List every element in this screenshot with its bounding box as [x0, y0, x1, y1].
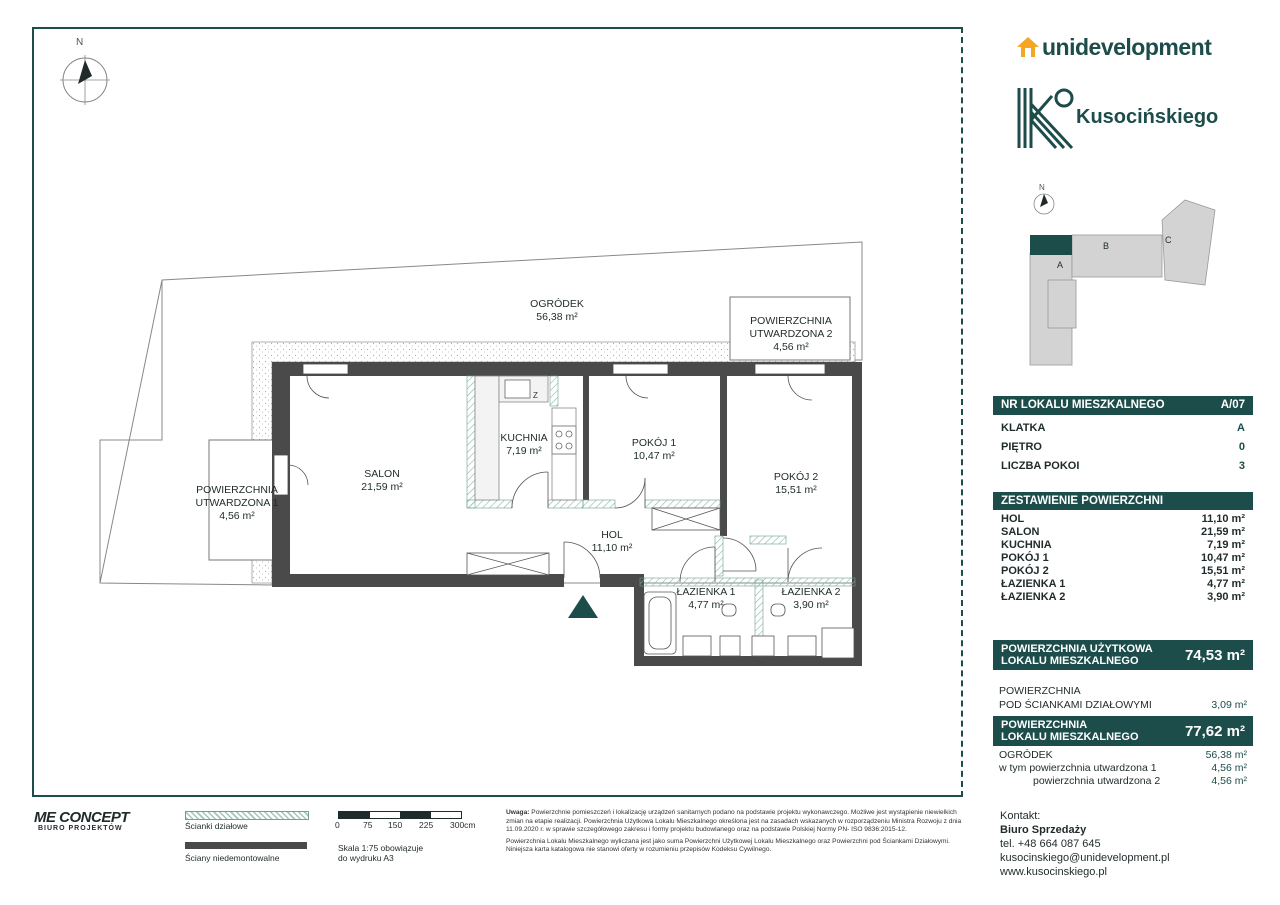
partition-walls-legend: Ścianki działowe: [185, 821, 248, 831]
partition-walls: [466, 375, 856, 657]
architect-logo-sub: BIURO PROJEKTÓW: [38, 825, 123, 832]
brand-name: unidevelopment: [1042, 34, 1212, 60]
summary-header: ZESTAWIENIE POWIERZCHNI: [993, 492, 1253, 510]
stove: [551, 425, 577, 455]
plan-frame-edge: [961, 27, 963, 797]
disclaimer-note: Uwaga: Powierzchnie pomieszczeń i lokali…: [506, 809, 962, 854]
kitchen-counter-right: [551, 407, 577, 501]
fridge-label: Z: [533, 391, 538, 400]
key-plan-unit-highlight: [1030, 235, 1072, 255]
usable-area-value: 74,53 m²: [1184, 646, 1245, 664]
garden-boundary: [99, 279, 163, 584]
contact-website[interactable]: www.kusocinskiego.pl: [1000, 866, 1107, 878]
architect-logo: ME CONCEPT: [34, 809, 130, 826]
total-area-value: 77,62 m²: [1184, 722, 1245, 740]
entrance-arrow: [568, 595, 598, 618]
project-name: Kusocińskiego: [1076, 106, 1219, 128]
contact-block: Kontakt: Biuro Sprzedaży tel. +48 664 08…: [1000, 810, 1170, 878]
sink: [504, 379, 531, 399]
scale-tick: 0: [335, 820, 340, 830]
partition-walls-swatch: [185, 811, 309, 820]
key-plan-label-b: B: [1103, 241, 1109, 251]
project-logo: [1017, 88, 1074, 150]
wardrobes: [466, 507, 721, 576]
scale-tick: 225: [419, 820, 434, 830]
scale-tick: 300cm: [450, 820, 476, 830]
kitchen-counter: [474, 375, 500, 501]
floor-plan: Z: [60, 55, 863, 666]
stove-burners: [555, 430, 573, 450]
bathroom-fixtures: [643, 591, 855, 659]
contact-email[interactable]: kusocinskiego@unidevelopment.pl: [1000, 852, 1170, 864]
key-plan-compass: N: [1033, 183, 1055, 215]
scale-note-2: do wydruku A3: [338, 853, 394, 863]
contact-phone[interactable]: tel. +48 664 087 645: [1000, 838, 1101, 850]
door-swings: [287, 375, 823, 583]
key-plan-label-c: C: [1165, 235, 1172, 245]
scale-note-1: Skala 1:75 obowiązuje: [338, 843, 424, 853]
removable-walls-legend: Ściany niedemontowalne: [185, 853, 280, 863]
paved-area-2: [729, 296, 851, 361]
scale-tick: 150: [388, 820, 403, 830]
brand-house-icon: [1017, 37, 1039, 57]
windows: [273, 363, 826, 496]
removable-walls-swatch: [185, 842, 307, 849]
scale-tick: 75: [363, 820, 373, 830]
compass-main: [60, 55, 110, 105]
compass-north-label: N: [76, 37, 84, 48]
key-plan: N A B C: [1029, 183, 1216, 366]
key-plan-label-a: A: [1057, 260, 1063, 270]
plan-frame: [32, 27, 963, 797]
svg-text:N: N: [1039, 183, 1045, 192]
scale-bar: [338, 811, 462, 819]
